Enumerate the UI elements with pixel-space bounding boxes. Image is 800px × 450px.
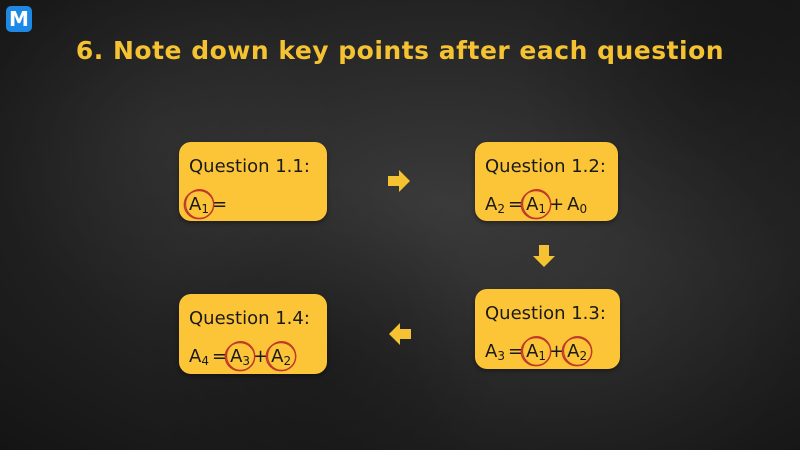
term-base: A: [230, 346, 243, 367]
card-equation: A2=A1+A0: [485, 194, 587, 216]
arrow-down-icon: [533, 245, 555, 267]
card-equation: A1=: [189, 194, 230, 216]
equation-operator: +: [549, 194, 565, 215]
term-base: A: [526, 341, 539, 362]
term-subscript: 1: [201, 202, 209, 216]
term-subscript: 3: [497, 349, 505, 363]
question-card-1-4: Question 1.4: A4=A3+A2: [179, 294, 327, 374]
answer-term: A0: [567, 194, 587, 216]
slide-title: 6. Note down key points after each quest…: [75, 36, 725, 65]
term-subscript: 0: [579, 202, 588, 216]
circled-answer-term: A1: [526, 194, 546, 216]
card-heading: Question 1.4:: [189, 308, 310, 329]
term-subscript: 1: [538, 349, 547, 363]
term-subscript: 2: [579, 349, 588, 363]
card-equation: A4=A3+A2: [189, 346, 291, 368]
equation-operator: +: [253, 346, 269, 367]
equation-operator: =: [507, 194, 524, 215]
equation-operator: =: [211, 346, 228, 367]
term-base: A: [271, 346, 284, 367]
question-card-1-1: Question 1.1: A1=: [179, 142, 327, 221]
arrow-right-icon: [388, 170, 410, 192]
question-card-1-2: Question 1.2: A2=A1+A0: [475, 142, 618, 221]
circled-answer-term: A2: [271, 346, 291, 368]
card-equation: A3=A1+A2: [485, 341, 587, 363]
term-subscript: 2: [497, 202, 505, 216]
term-subscript: 2: [283, 354, 292, 368]
term-base: A: [485, 194, 498, 215]
answer-term: A2: [485, 194, 505, 216]
term-base: A: [526, 194, 539, 215]
answer-term: A4: [189, 346, 209, 368]
circled-answer-term: A2: [567, 341, 587, 363]
card-heading: Question 1.1:: [189, 156, 310, 177]
term-subscript: 3: [242, 354, 251, 368]
question-card-1-3: Question 1.3: A3=A1+A2: [475, 289, 620, 369]
equation-operator: =: [507, 341, 524, 362]
term-subscript: 4: [201, 354, 209, 368]
answer-term: A3: [485, 341, 505, 363]
equation-operator: +: [549, 341, 565, 362]
term-base: A: [567, 341, 580, 362]
term-base: A: [485, 341, 498, 362]
term-base: A: [567, 194, 580, 215]
app-logo-icon: M: [6, 6, 32, 32]
circled-answer-term: A1: [526, 341, 546, 363]
circled-answer-term: A3: [230, 346, 250, 368]
card-heading: Question 1.3:: [485, 303, 606, 324]
term-subscript: 1: [538, 202, 547, 216]
equation-operator: =: [211, 194, 228, 215]
term-base: A: [189, 346, 202, 367]
circled-answer-term: A1: [189, 194, 209, 216]
arrow-left-icon: [389, 323, 411, 345]
card-heading: Question 1.2:: [485, 156, 606, 177]
term-base: A: [189, 194, 202, 215]
